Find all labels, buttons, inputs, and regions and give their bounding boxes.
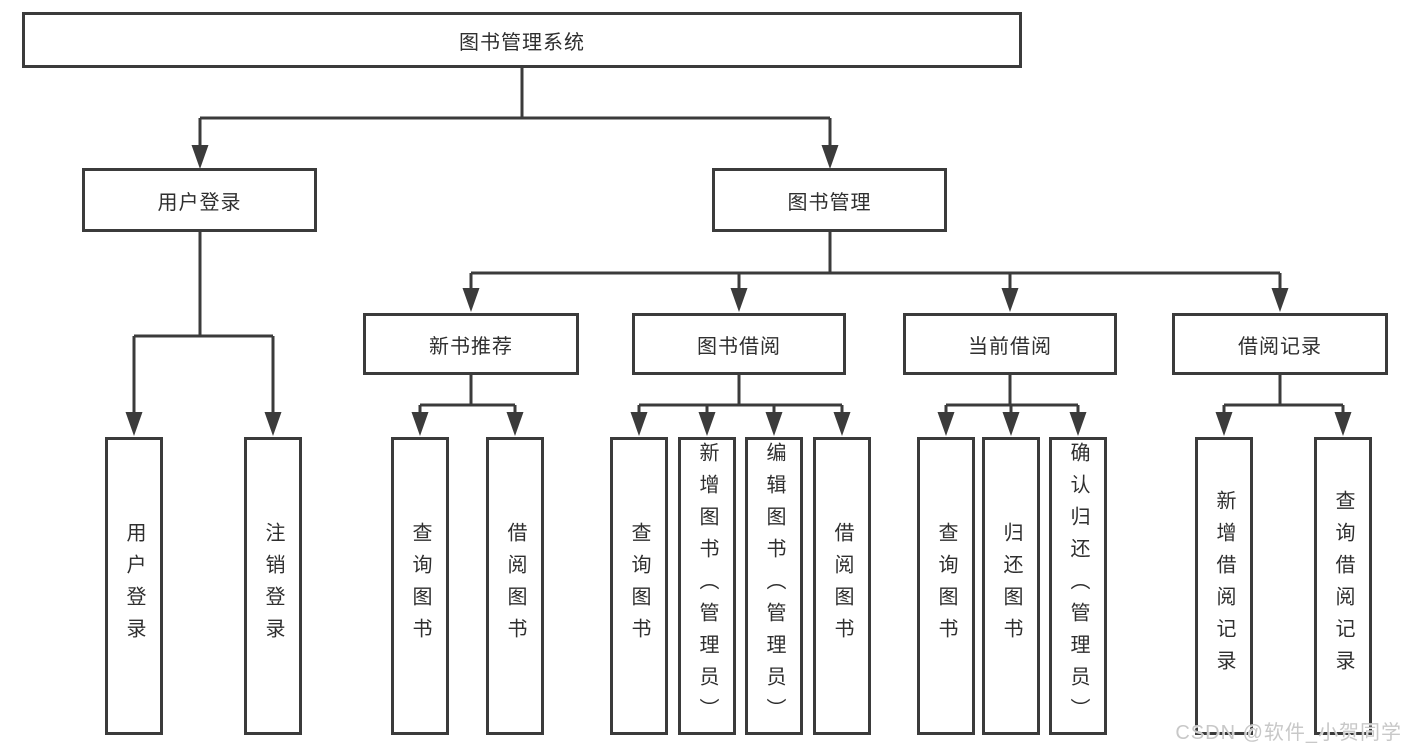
node-book-borrowing-label: 图书借阅 bbox=[697, 335, 781, 358]
leaf-edit-books-admin-label: 编辑图书（管理员） bbox=[763, 442, 785, 730]
node-book-management-label: 图书管理 bbox=[787, 191, 872, 214]
leaf-confirm-return-admin: 确认归还（管理员） bbox=[1049, 437, 1107, 735]
leaf-add-borrow-record: 新增借阅记录 bbox=[1195, 437, 1253, 735]
leaf-add-borrow-record-label: 新增借阅记录 bbox=[1213, 490, 1235, 682]
leaf-return-books: 归还图书 bbox=[982, 437, 1040, 735]
node-borrowing-records: 借阅记录 bbox=[1172, 313, 1388, 375]
node-book-management: 图书管理 bbox=[712, 168, 947, 232]
leaf-logout-login-label: 注销登录 bbox=[262, 522, 284, 650]
node-new-book-recommend-label: 新书推荐 bbox=[429, 335, 513, 358]
leaf-query-books-borrow-label: 查询图书 bbox=[628, 522, 650, 650]
leaf-return-books-label: 归还图书 bbox=[1000, 522, 1022, 650]
node-book-borrowing: 图书借阅 bbox=[632, 313, 846, 375]
node-current-borrowing: 当前借阅 bbox=[903, 313, 1117, 375]
leaf-confirm-return-admin-label: 确认归还（管理员） bbox=[1067, 442, 1089, 730]
leaf-user-login-label: 用户登录 bbox=[123, 522, 145, 650]
leaf-logout-login: 注销登录 bbox=[244, 437, 302, 735]
leaf-query-borrow-record: 查询借阅记录 bbox=[1314, 437, 1372, 735]
node-root: 图书管理系统 bbox=[22, 12, 1022, 68]
leaf-query-books-current-label: 查询图书 bbox=[935, 522, 957, 650]
leaf-query-books-current: 查询图书 bbox=[917, 437, 975, 735]
leaf-query-books-borrow: 查询图书 bbox=[610, 437, 668, 735]
node-root-label: 图书管理系统 bbox=[459, 31, 585, 54]
leaf-user-login: 用户登录 bbox=[105, 437, 163, 735]
leaf-query-books-recommend: 查询图书 bbox=[391, 437, 449, 735]
leaf-add-books-admin: 新增图书（管理员） bbox=[678, 437, 736, 735]
node-new-book-recommend: 新书推荐 bbox=[363, 313, 579, 375]
csdn-watermark: CSDN @软件_小贺同学 bbox=[1175, 722, 1402, 744]
leaf-borrow-books-borrow: 借阅图书 bbox=[813, 437, 871, 735]
node-borrowing-records-label: 借阅记录 bbox=[1238, 335, 1322, 358]
leaf-query-books-recommend-label: 查询图书 bbox=[409, 522, 431, 650]
leaf-query-borrow-record-label: 查询借阅记录 bbox=[1332, 490, 1354, 682]
leaf-add-books-admin-label: 新增图书（管理员） bbox=[696, 442, 718, 730]
leaf-borrow-books-recommend-label: 借阅图书 bbox=[504, 522, 526, 650]
node-user-login: 用户登录 bbox=[82, 168, 317, 232]
leaf-borrow-books-borrow-label: 借阅图书 bbox=[831, 522, 853, 650]
leaf-borrow-books-recommend: 借阅图书 bbox=[486, 437, 544, 735]
leaf-edit-books-admin: 编辑图书（管理员） bbox=[745, 437, 803, 735]
node-current-borrowing-label: 当前借阅 bbox=[968, 335, 1052, 358]
node-user-login-label: 用户登录 bbox=[157, 191, 242, 214]
